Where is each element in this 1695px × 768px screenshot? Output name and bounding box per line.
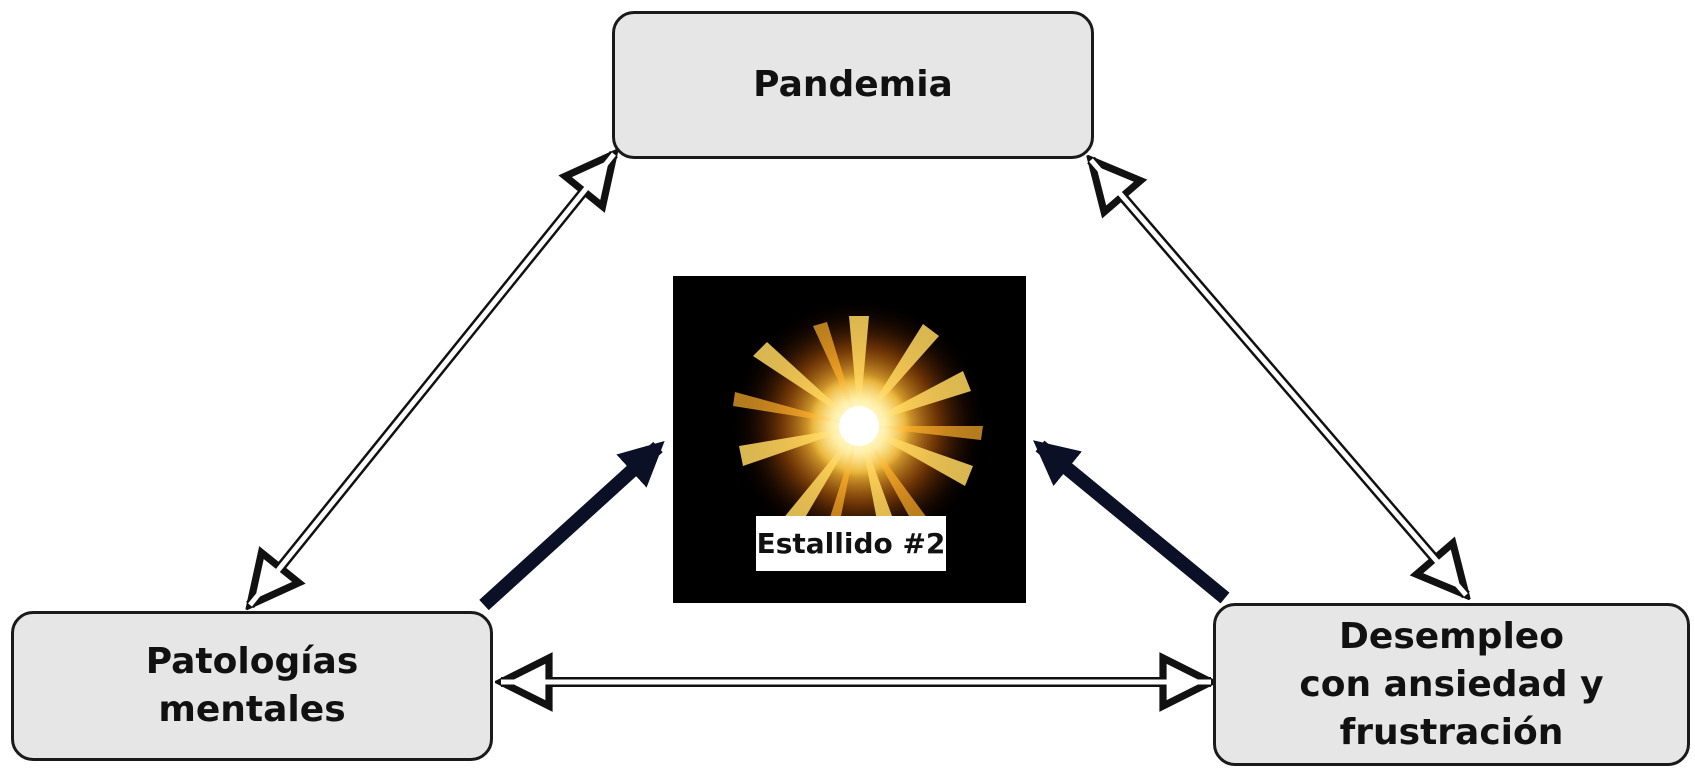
center-label-text: Estallido #2 (756, 527, 946, 560)
node-patologias-label: Patologías mentales (145, 641, 359, 730)
edge-patologias-estallido (479, 440, 665, 611)
node-desempleo-label: Desempleo con ansiedad y frustración (1299, 615, 1604, 753)
node-pandemia-label: Pandemia (753, 64, 953, 105)
edge-patologias-pandemia (250, 154, 614, 605)
node-patologias-mentales: Patologías mentales (11, 611, 493, 761)
edge-pandemia-desempleo (1091, 160, 1466, 595)
center-label: Estallido #2 (756, 516, 946, 571)
explosion-panel: Estallido #2 (673, 276, 1026, 603)
node-pandemia: Pandemia (612, 11, 1094, 159)
edge-desempleo-estallido (1033, 440, 1230, 604)
node-desempleo: Desempleo con ansiedad y frustración (1213, 603, 1690, 766)
